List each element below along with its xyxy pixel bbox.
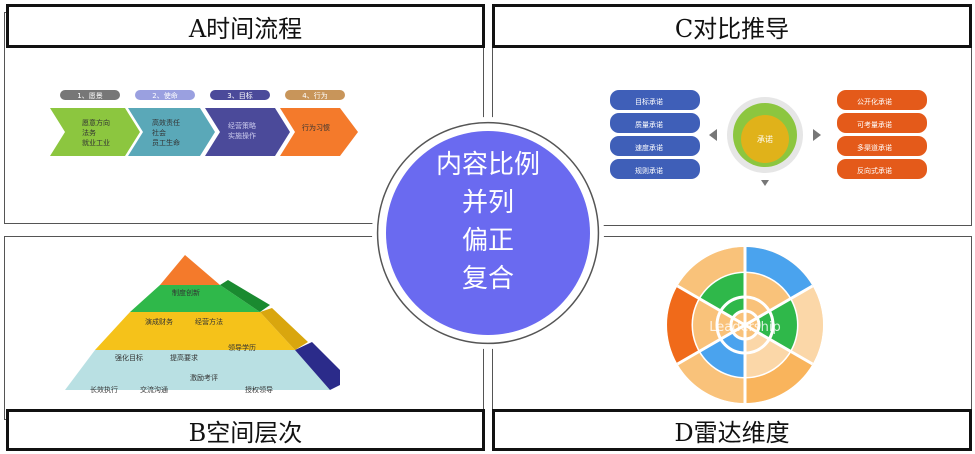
compare-right-1: 公开化承诺 [857,97,892,106]
center-line-1: 内容比例 [436,150,540,180]
pyramid-label-10: 授权领导 [245,385,273,394]
radar-diagram: Leadership [667,247,823,403]
pyramid-label-9: 交流沟通 [140,385,168,394]
compare-center-label: 承诺 [757,134,773,144]
pyramid-label-2: 演成财务 [145,317,173,326]
process-step-1-line-2: 法务 [82,128,96,137]
process-step-4-line-1: 行为习惯 [302,123,330,132]
compare-right-stack: 公开化承诺 可考量承诺 多渠道承诺 反向式承诺 [837,90,927,179]
compare-left-stack: 目标承诺 质量承诺 速度承诺 规则承诺 [610,90,700,179]
center-circle: 内容比例 并列 偏正 复合 [372,117,604,349]
process-step-3: 3、目标 经营策略 实施操作 [205,90,290,156]
process-step-4-tab: 4、行为 [302,91,327,100]
process-step-1-line-1: 愿意方向 [82,118,110,127]
center-line-2: 并列 [462,188,514,218]
center-line-4: 复合 [462,264,514,294]
pyramid-label-5: 强化目标 [115,353,143,362]
process-step-2: 2、使命 高效责任 社会 员工生命 [128,90,215,156]
process-step-4: 4、行为 行为习惯 [280,90,358,156]
pyramid-diagram: 制度创新 演成财务 经营方法 领导学历 强化目标 提高要求 激励考评 长效执行 … [65,255,340,394]
pyramid-label-1: 制度创新 [172,288,200,297]
pyramid-label-8: 长效执行 [90,385,118,394]
compare-right-4: 反向式承诺 [857,166,892,175]
quadrant-b-title: B空间层次 [6,409,485,451]
compare-down-arrow [761,180,769,186]
compare-left-2: 质量承诺 [635,120,663,129]
quadrant-c-title: C对比推导 [492,4,972,48]
compare-left-1: 目标承诺 [635,97,663,106]
process-step-2-tab: 2、使命 [152,91,177,100]
compare-right-2: 可考量承诺 [857,120,892,129]
quadrant-a-title: A时间流程 [6,4,485,48]
process-diagram: 1、愿景 愿意方向 法务 就业工业 2、使命 高效责任 社会 员工生命 3、目标… [50,90,358,156]
center-line-3: 偏正 [462,226,514,256]
pyramid-label-6: 提高要求 [170,353,198,362]
process-step-1: 1、愿景 愿意方向 法务 就业工业 [50,90,140,156]
process-step-1-tab: 1、愿景 [77,92,102,100]
process-step-3-line-1: 经营策略 [228,121,256,130]
process-step-2-line-2: 社会 [152,128,166,137]
compare-left-arrow [709,129,717,141]
pyramid-label-4: 领导学历 [228,343,256,352]
process-step-2-line-1: 高效责任 [152,118,180,127]
pyramid-label-3: 经营方法 [195,317,223,326]
compare-left-4: 规则承诺 [635,166,663,175]
compare-center: 承诺 [727,97,803,186]
process-step-2-line-3: 员工生命 [152,138,180,147]
process-step-1-line-3: 就业工业 [82,138,110,147]
compare-right-arrow [813,129,821,141]
compare-left-3: 速度承诺 [635,143,663,152]
compare-right-3: 多渠道承诺 [857,143,892,152]
compare-diagram: 目标承诺 质量承诺 速度承诺 规则承诺 承诺 公开化承诺 可考量承诺 多渠道承诺… [610,90,927,186]
process-step-3-line-2: 实施操作 [228,131,256,140]
pyramid-label-7: 激励考评 [190,373,218,382]
quadrant-d-title: D雷达维度 [492,409,972,451]
process-step-3-tab: 3、目标 [227,91,252,100]
radar-watermark: Leadership [709,320,780,335]
